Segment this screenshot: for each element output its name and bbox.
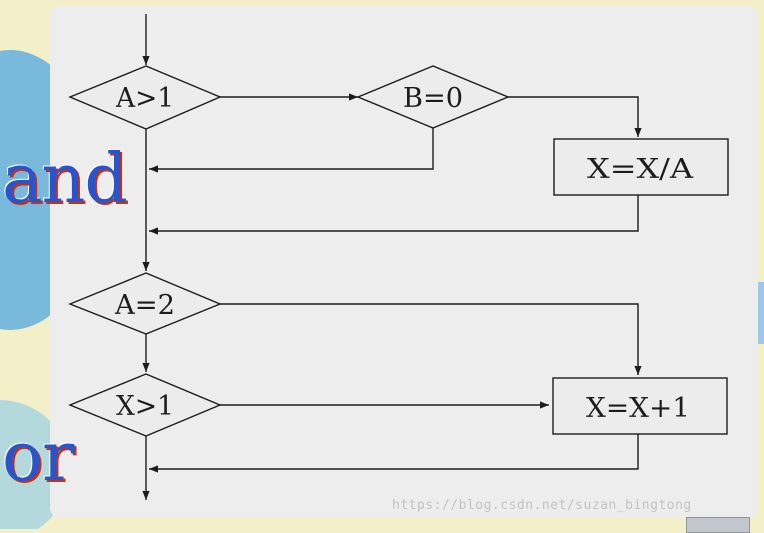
decision-b-eq-0	[356, 65, 510, 129]
x-div-a-label: X=X/A	[587, 154, 694, 185]
or-label: or	[2, 418, 74, 497]
process-x-div-a	[553, 138, 729, 196]
arrow-a-eq-2-to-x-plus-1	[218, 303, 642, 375]
process-x-plus-1	[552, 377, 728, 435]
x-gt-1-label: X>1	[116, 391, 174, 422]
arrow-x-div-a-return	[149, 195, 639, 235]
a-eq-2-label: A=2	[114, 290, 175, 321]
slide-nav-button[interactable]	[686, 517, 750, 533]
decision-x-gt-1	[68, 373, 222, 437]
decision-a-eq-2	[68, 272, 222, 335]
arrow-b-eq-0-false-return	[149, 128, 434, 173]
b-eq-0-label: B=0	[403, 83, 463, 114]
x-plus-1-label: X=X+1	[586, 393, 690, 424]
and-label: and	[2, 140, 128, 219]
side-edge-tab	[758, 282, 764, 344]
arrow-b-eq-0-to-x-div-a	[508, 96, 642, 137]
a-gt-1-label: A>1	[115, 83, 174, 114]
arrow-x-plus-1-return	[149, 433, 639, 473]
decision-a-gt-1	[68, 65, 222, 130]
watermark-url: https://blog.csdn.net/suzan_bingtong	[392, 498, 692, 513]
